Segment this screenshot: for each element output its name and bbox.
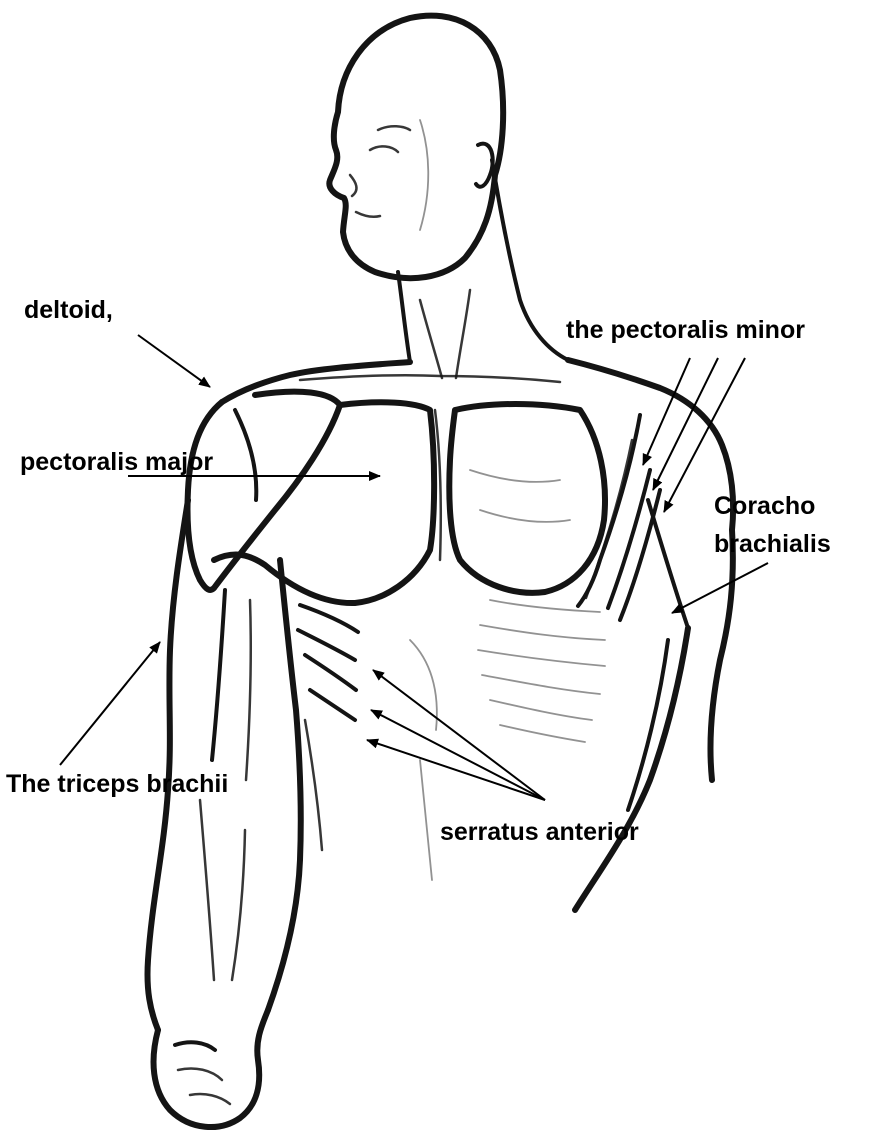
label-pectoralis-minor: the pectoralis minor bbox=[566, 316, 805, 344]
arrow-deltoid bbox=[138, 335, 210, 387]
label-serratus: serratus anterior bbox=[440, 818, 639, 846]
figure-sketch bbox=[147, 16, 733, 1127]
label-coracho-line2: brachialis bbox=[714, 530, 831, 558]
arrow-serratus-1 bbox=[373, 670, 545, 800]
arrow-serratus-2 bbox=[371, 710, 545, 800]
fist-sketch bbox=[154, 1010, 268, 1127]
arrow-coracobrachialis bbox=[672, 563, 768, 613]
label-coracho-line1: Coracho bbox=[714, 492, 815, 520]
label-pectoralis-major: pectoralis major bbox=[20, 448, 213, 476]
serratus-sketch bbox=[298, 605, 358, 720]
label-triceps: The triceps brachii bbox=[6, 770, 228, 798]
pectoral-sketch bbox=[214, 402, 605, 603]
torso-right-sketch bbox=[575, 530, 733, 910]
label-deltoid: deltoid, bbox=[24, 296, 113, 324]
arrow-pectoralis-minor-1 bbox=[643, 358, 690, 465]
deltoid-sketch bbox=[188, 392, 341, 590]
arrow-serratus-3 bbox=[367, 740, 545, 800]
torso-left-sketch bbox=[305, 720, 432, 880]
neck-sketch bbox=[398, 160, 568, 378]
arrow-triceps bbox=[60, 642, 160, 765]
head-sketch bbox=[329, 16, 503, 279]
